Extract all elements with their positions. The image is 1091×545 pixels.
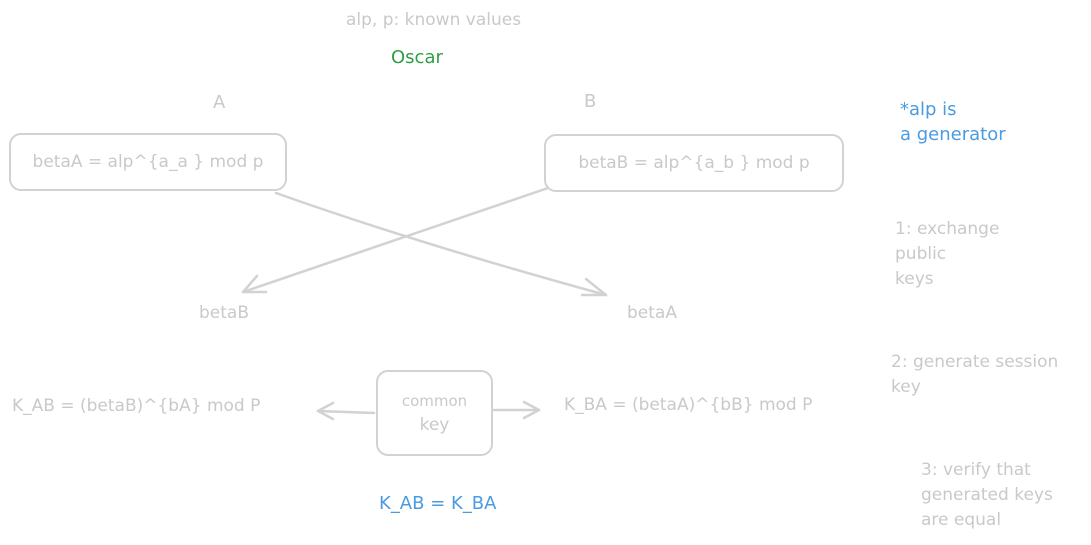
generator-note-line1: *alp is xyxy=(900,99,957,120)
generator-note-line2: a generator xyxy=(900,124,1006,145)
common-key-label-line1: common xyxy=(401,392,468,410)
step3-note-line3: are equal xyxy=(921,510,1002,530)
party-b-received-value: betaA xyxy=(627,303,677,323)
step3-note-line2: generated keys xyxy=(921,485,1053,505)
arrow-common-key-left xyxy=(316,409,376,415)
known-values-label: alp, p: known values xyxy=(346,10,522,30)
arrow-b-to-a-head xyxy=(241,274,268,294)
party-a-label: A xyxy=(213,92,226,113)
key-equality-result: K_AB = K_BA xyxy=(379,493,497,514)
party-a-public-key-formula: betaA = alp^{a_a } mod p xyxy=(32,152,264,172)
arrow-a-to-b-head xyxy=(580,277,608,297)
arrow-common-key-left-head xyxy=(316,401,335,421)
step2-note-line1: 2: generate session xyxy=(891,352,1059,372)
step1-note-line3: keys xyxy=(895,269,934,289)
party-a-received-value: betaB xyxy=(199,303,249,323)
party-a-public-key-box[interactable]: betaA = alp^{a_a } mod p xyxy=(9,133,287,191)
oscar-label: Oscar xyxy=(391,47,443,68)
arrow-b-to-a xyxy=(241,186,550,294)
step1-note-line1: 1: exchange xyxy=(895,219,1000,239)
step2-note-line2: key xyxy=(891,377,921,397)
arrow-a-to-b xyxy=(274,191,608,297)
step1-note-line2: public xyxy=(895,244,947,264)
step3-note-line1: 3: verify that xyxy=(921,460,1031,480)
party-b-label: B xyxy=(584,91,597,112)
session-key-formula-a: K_AB = (betaB)^{bA} mod P xyxy=(12,396,261,416)
party-b-public-key-box[interactable]: betaB = alp^{a_b } mod p xyxy=(544,134,844,192)
arrow-common-key-right-head xyxy=(522,400,541,420)
session-key-formula-b: K_BA = (betaA)^{bB} mod P xyxy=(564,395,813,415)
common-key-label-line2: key xyxy=(419,415,450,435)
party-b-public-key-formula: betaB = alp^{a_b } mod p xyxy=(578,153,810,173)
common-key-box[interactable]: common key xyxy=(376,370,493,456)
